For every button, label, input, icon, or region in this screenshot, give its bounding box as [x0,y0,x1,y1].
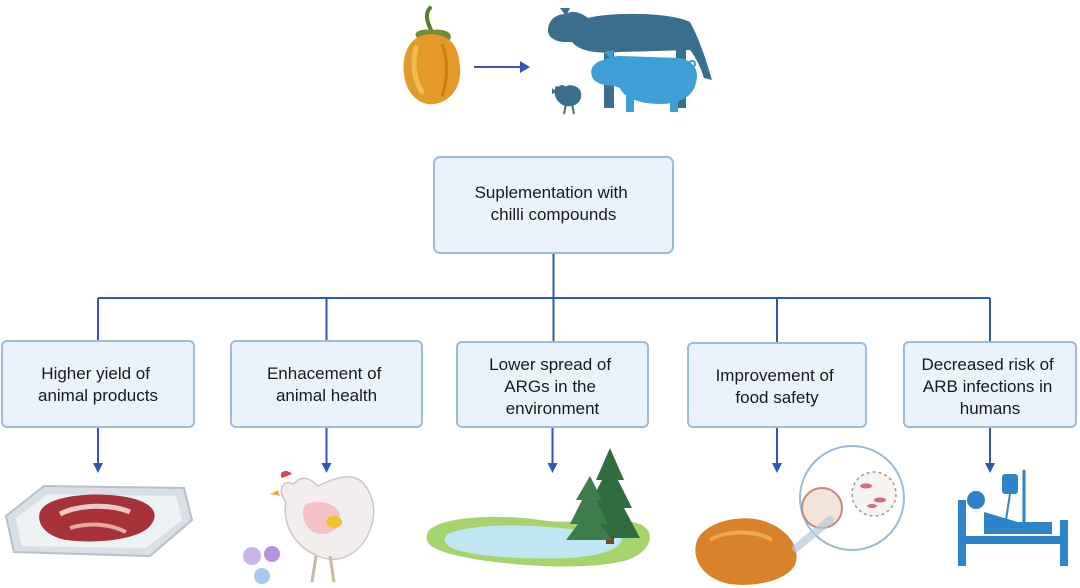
outcome-health-line-1: Enhacement of [267,364,382,383]
supplementation-box-text: Suplementation with chilli compounds [475,183,633,224]
chilli-pepper-icon [403,6,461,105]
connector-lines [93,253,995,473]
supplementation-box: Suplementation with chilli compounds [433,156,674,254]
supplementation-line-1: Suplementation with [475,183,628,202]
chicken-anatomy-icon [243,471,375,584]
outcome-args-line-3: environment [506,399,600,418]
hospital-patient-icon [958,470,1068,566]
hen-icon [552,85,582,115]
outcome-arb-line-1: Decreased risk of [921,355,1054,374]
pig-icon [591,50,698,112]
supplementation-line-2: chilli compounds [491,205,617,224]
outcome-food-line-2: food safety [735,388,819,407]
outcome-box-args: Lower spread of ARGs in the environment [456,341,649,428]
outcome-arb-line-3: humans [960,399,1020,418]
svg-text:Decreased risk of ARB in: Decreased risk of ARB infections in huma… [921,355,1058,418]
outcome-yield-line-2: animal products [38,386,158,405]
outcome-health-line-2: animal health [276,386,377,405]
svg-text:Improvement of food safe: Improvement of food safety [716,366,839,407]
outcome-args-line-1: Lower spread of [489,355,611,374]
outcome-args-line-2: ARGs in the [504,377,596,396]
meat-tray-icon [4,484,194,558]
outcome-yield-line-1: Higher yield of [41,364,150,383]
roast-chicken-bacteria-icon [695,445,905,585]
svg-text:Lower spread of ARGs in: Lower spread of ARGs in the environment [489,355,616,418]
outcome-box-yield: Higher yield of animal products [1,340,195,428]
outcome-box-health: Enhacement of animal health [230,340,423,428]
outcome-food-line-1: Improvement of [716,366,834,385]
outcome-arb-line-2: ARB infections in [923,377,1052,396]
arrow-right-icon [474,61,530,73]
lake-trees-icon [426,448,650,567]
outcome-box-arb-risk: Decreased risk of ARB infections in huma… [903,341,1077,428]
outcome-box-food-safety: Improvement of food safety [687,342,867,428]
svg-text:Higher yield of animal p: Higher yield of animal products [38,364,158,405]
svg-text:Enhacement of animal hea: Enhacement of animal health [267,364,386,405]
